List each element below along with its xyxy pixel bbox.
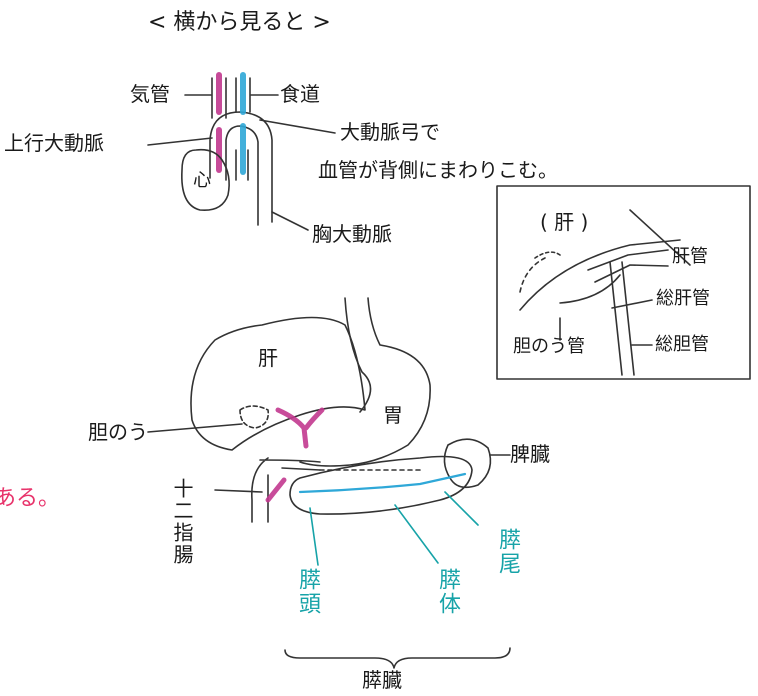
- top-colored-tubes: [216, 72, 246, 175]
- label-aortic-arch-2: 血管が背側にまわりこむ。: [318, 158, 558, 182]
- inset-frame: [496, 185, 751, 380]
- stomach-outline: [299, 297, 431, 467]
- label-gallbladder: 胆のう: [88, 420, 148, 444]
- inset-drawing: [519, 209, 691, 376]
- label-trachea: 気管: [130, 82, 170, 106]
- inset-label-cystic-duct: 胆のう管: [513, 336, 585, 357]
- inset-label-liver: ( 肝 ): [540, 210, 589, 234]
- pancreatic-duct: [298, 472, 467, 494]
- label-liver: 肝: [258, 346, 278, 370]
- label-heart: 心: [193, 170, 211, 191]
- pancreas-brace: [284, 647, 511, 669]
- label-ascending-aorta: 上行大動脈: [4, 131, 104, 155]
- heart-outline: [181, 148, 230, 212]
- liver-outline: [190, 316, 366, 451]
- inset-label-common-hepatic-duct: 総肝管: [656, 288, 710, 309]
- label-duodenum: 十二指腸: [170, 478, 194, 566]
- inset-label-common-bile-duct: 総胆管: [655, 334, 709, 355]
- inset-label-hepatic-duct: 肝管: [672, 246, 708, 267]
- label-spleen: 脾臓: [510, 442, 550, 466]
- gallbladder-outline: [239, 405, 270, 429]
- margin-note: ある。: [0, 486, 61, 511]
- pancreas-outline: [289, 455, 473, 515]
- label-thoracic-aorta: 胸大動脈: [312, 222, 392, 246]
- bile-duct-colored: [265, 407, 325, 503]
- label-pancreas-tail: 膵尾: [495, 528, 520, 576]
- title: < 横から見ると >: [148, 10, 331, 35]
- label-esophagus: 食道: [280, 82, 320, 106]
- label-aortic-arch-1: 大動脈弓で: [340, 120, 440, 144]
- label-pancreas-body: 膵体: [435, 568, 460, 616]
- label-pancreas-head: 膵頭: [295, 568, 320, 616]
- spleen-outline: [443, 438, 492, 489]
- label-pancreas: 膵臓: [362, 668, 402, 692]
- label-stomach: 胃: [383, 403, 403, 427]
